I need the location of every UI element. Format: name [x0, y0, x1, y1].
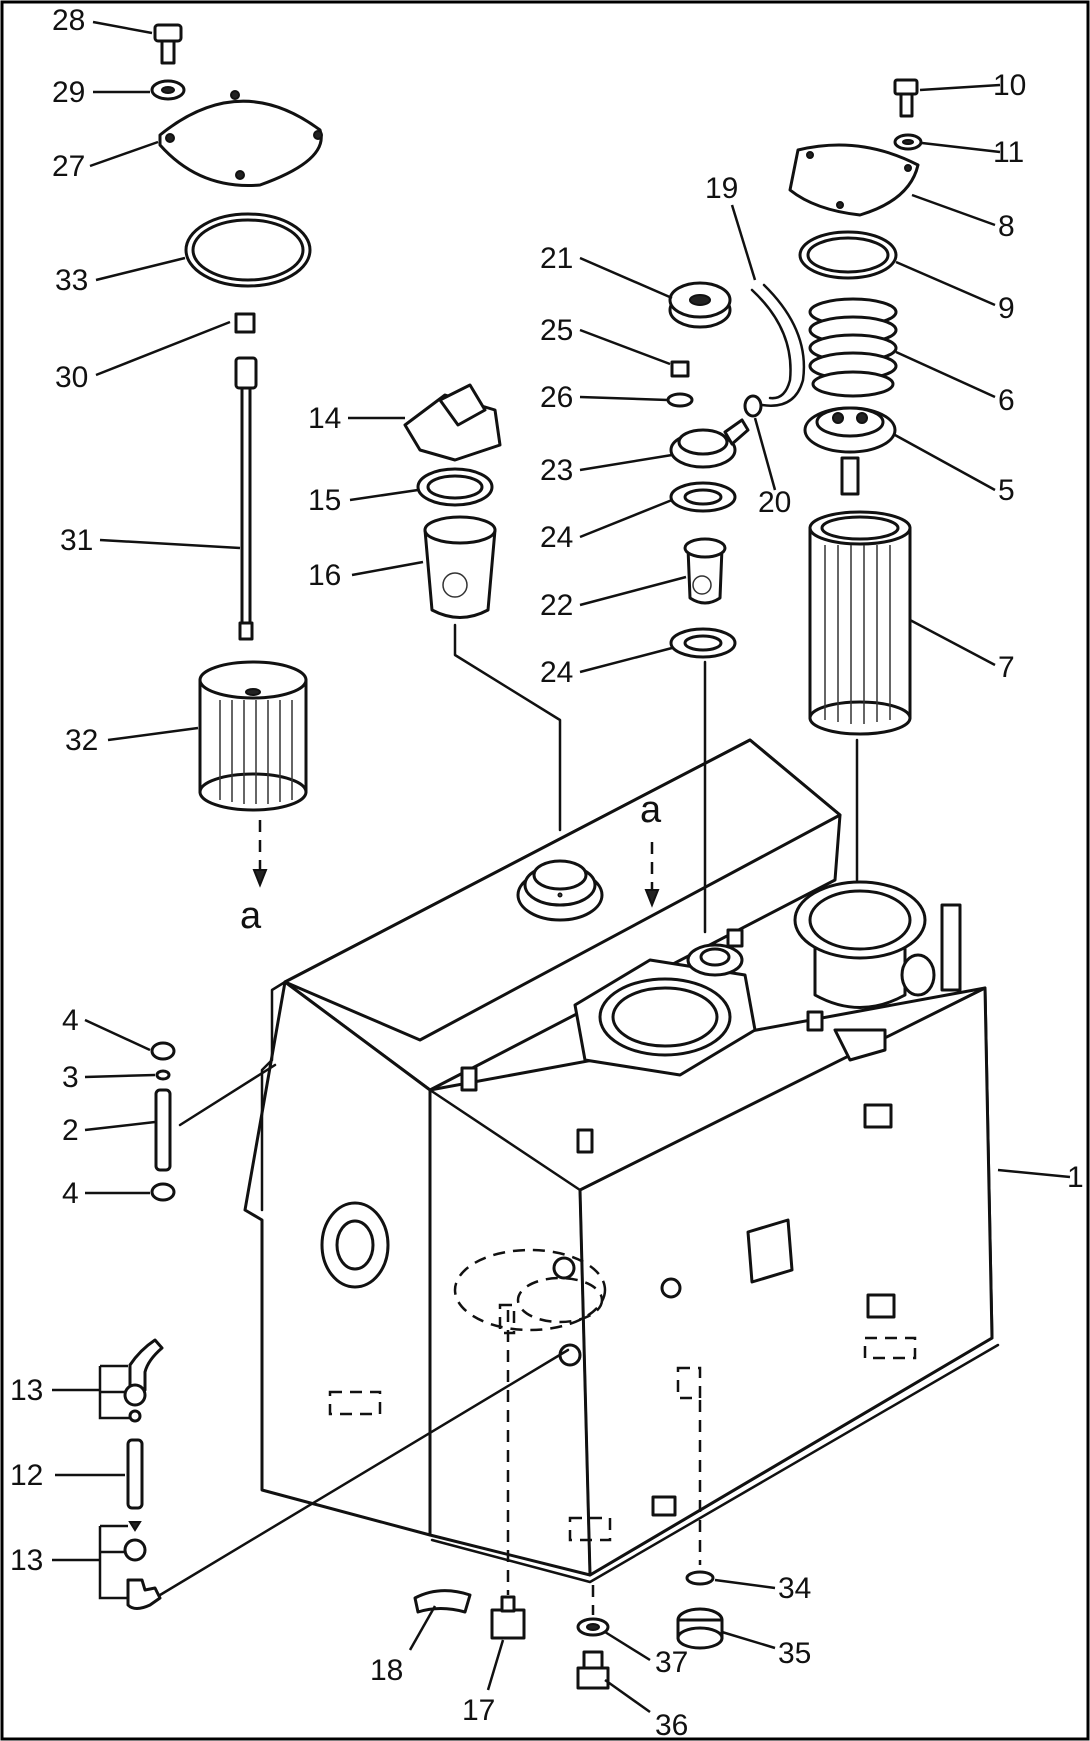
callout-29: 29 — [52, 76, 85, 109]
callout-10: 10 — [993, 69, 1026, 102]
callout-22: 22 — [540, 589, 573, 622]
callout-1: 1 — [1067, 1161, 1084, 1194]
callout-21: 21 — [540, 242, 573, 275]
reference-a-center: a — [640, 789, 662, 831]
callout-11: 11 — [993, 136, 1024, 169]
callout-5: 5 — [998, 474, 1015, 507]
callout-30: 30 — [55, 361, 88, 394]
callout-27: 27 — [52, 150, 85, 183]
level-gauge-parts — [150, 1041, 277, 1202]
callout-24-lower: 24 — [540, 656, 573, 689]
callout-20: 20 — [758, 486, 791, 519]
callout-25: 25 — [540, 314, 573, 347]
center-right-stack — [666, 281, 806, 934]
callout-34: 34 — [778, 1572, 811, 1605]
callout-18: 18 — [370, 1654, 403, 1687]
callout-3: 3 — [62, 1061, 79, 1094]
callout-31: 31 — [60, 524, 93, 557]
callout-36: 36 — [655, 1709, 688, 1741]
callout-labels: 1 2 3 4 4 5 6 7 8 9 10 11 12 13 13 14 15… — [10, 4, 1084, 1741]
callout-28: 28 — [52, 4, 85, 37]
hose-assembly — [123, 1338, 570, 1610]
tank-body — [243, 738, 1000, 1584]
callout-7: 7 — [998, 651, 1015, 684]
callout-32: 32 — [65, 724, 98, 757]
leader-lines — [52, 20, 1071, 1714]
callout-17: 17 — [462, 1694, 495, 1727]
callout-4-lower: 4 — [62, 1177, 79, 1210]
callout-37: 37 — [655, 1646, 688, 1679]
callout-13-lower: 13 — [10, 1544, 43, 1577]
right-filter-stack — [788, 78, 923, 882]
callout-15: 15 — [308, 484, 341, 517]
callout-8: 8 — [998, 210, 1015, 243]
callout-35: 35 — [778, 1637, 811, 1670]
callout-26: 26 — [540, 381, 573, 414]
left-breather-stack — [150, 23, 323, 888]
bottom-drain-parts — [413, 1310, 724, 1690]
callout-19: 19 — [705, 172, 738, 205]
callout-2: 2 — [62, 1114, 79, 1147]
reference-a-left: a — [240, 895, 262, 937]
callout-12: 12 — [10, 1459, 43, 1492]
callout-13-upper: 13 — [10, 1374, 43, 1407]
callout-33: 33 — [55, 264, 88, 297]
center-strainer-stack — [403, 383, 563, 898]
callout-23: 23 — [540, 454, 573, 487]
callout-24-upper: 24 — [540, 521, 573, 554]
callout-4-upper: 4 — [62, 1004, 79, 1037]
callout-16: 16 — [308, 559, 341, 592]
callout-14: 14 — [308, 402, 341, 435]
callout-9: 9 — [998, 292, 1015, 325]
callout-6: 6 — [998, 384, 1015, 417]
